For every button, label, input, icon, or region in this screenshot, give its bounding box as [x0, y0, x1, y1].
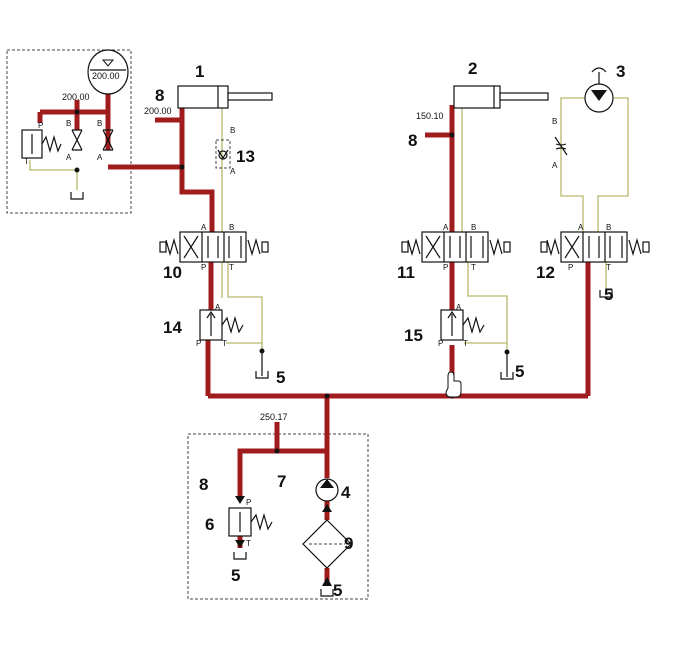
label-8-c: 8 [199, 475, 208, 494]
cylinder-2[interactable] [453, 85, 549, 109]
label-9: 9 [344, 534, 353, 553]
label-3: 3 [616, 62, 625, 81]
throttle-icon [554, 136, 568, 156]
directional-valve-10[interactable] [159, 231, 269, 263]
gauge-accumulator: 200.00 [92, 71, 120, 81]
pressure-valve-15[interactable] [440, 309, 485, 341]
label-5-e: 5 [333, 581, 342, 600]
accumulator-relief-valve[interactable] [21, 129, 62, 159]
gauge-readouts: 200.00 200.00 200.00 150.10 250.17 [62, 71, 444, 422]
gauge-pump-line: 250.17 [260, 412, 288, 422]
port-label: A [578, 223, 584, 232]
port-label: T [24, 157, 29, 166]
port-label: P [246, 498, 251, 507]
gauge-accumulator-line: 200.00 [62, 92, 90, 102]
port-label: T [463, 339, 468, 348]
port-label: A [456, 303, 462, 312]
label-6: 6 [205, 515, 214, 534]
port-label: T [229, 263, 234, 272]
power-unit-boundary [187, 433, 369, 600]
label-8-b: 8 [408, 131, 417, 150]
label-5-a: 5 [276, 368, 285, 387]
label-11: 11 [397, 263, 415, 282]
port-label: B [471, 223, 476, 232]
port-label: B [229, 223, 234, 232]
label-7: 7 [277, 472, 286, 491]
port-label: B [552, 117, 557, 126]
label-13: 13 [236, 147, 255, 166]
port-label: P [438, 339, 443, 348]
directional-valve-11[interactable] [401, 231, 511, 263]
label-5-c: 5 [604, 285, 613, 304]
hydraulic-motor-3[interactable] [584, 67, 614, 113]
port-label: T [246, 539, 251, 548]
port-label: A [97, 153, 103, 162]
port-label: P [443, 263, 448, 272]
component-numbers: 1 2 3 4 5 5 5 5 5 6 7 8 8 8 9 10 11 12 1… [155, 59, 625, 600]
port-label: P [38, 121, 43, 130]
accumulator-group-boundary [6, 49, 132, 214]
label-12: 12 [536, 263, 555, 282]
directional-valve-12[interactable] [540, 231, 650, 263]
label-5-d: 5 [231, 566, 240, 585]
port-label: B [230, 126, 235, 135]
label-1: 1 [195, 62, 204, 81]
gauge-cylinder-1: 200.00 [144, 106, 172, 116]
port-labels: A B P T A B P T A B P T A P T A P T B A … [24, 117, 611, 548]
label-4: 4 [341, 483, 351, 502]
port-label: A [552, 161, 558, 170]
port-label: T [606, 263, 611, 272]
port-label: T [222, 339, 227, 348]
port-label: B [97, 119, 102, 128]
cylinder-1[interactable] [177, 85, 273, 109]
accumulator[interactable] [87, 49, 129, 95]
port-label: A [215, 303, 221, 312]
port-label: P [568, 263, 573, 272]
port-label: A [443, 223, 449, 232]
label-2: 2 [468, 59, 477, 78]
check-valve-13[interactable] [215, 139, 231, 169]
label-5-b: 5 [515, 362, 524, 381]
port-label: P [201, 263, 206, 272]
label-10: 10 [163, 263, 182, 282]
filter-9[interactable] [302, 519, 352, 569]
pressure-valve-14[interactable] [199, 309, 244, 341]
port-label: B [606, 223, 611, 232]
port-label: P [196, 339, 201, 348]
port-label: A [230, 167, 236, 176]
label-14: 14 [163, 318, 182, 337]
junctions [74, 109, 510, 454]
gauge-cylinder-2: 150.10 [416, 111, 444, 121]
shutoff-valve-icons [71, 129, 114, 151]
label-15: 15 [404, 326, 423, 345]
port-label: A [66, 153, 72, 162]
return-lines [29, 97, 629, 352]
pressure-lines [37, 94, 591, 586]
port-label: T [471, 263, 476, 272]
pump-4[interactable] [315, 478, 339, 502]
hand-cursor-icon [445, 371, 462, 398]
port-label: A [201, 223, 207, 232]
relief-valve-6[interactable] [228, 507, 273, 537]
flow-arrows [235, 496, 332, 586]
port-label: B [66, 119, 71, 128]
tank-icons [70, 192, 613, 597]
label-8-a: 8 [155, 86, 164, 105]
